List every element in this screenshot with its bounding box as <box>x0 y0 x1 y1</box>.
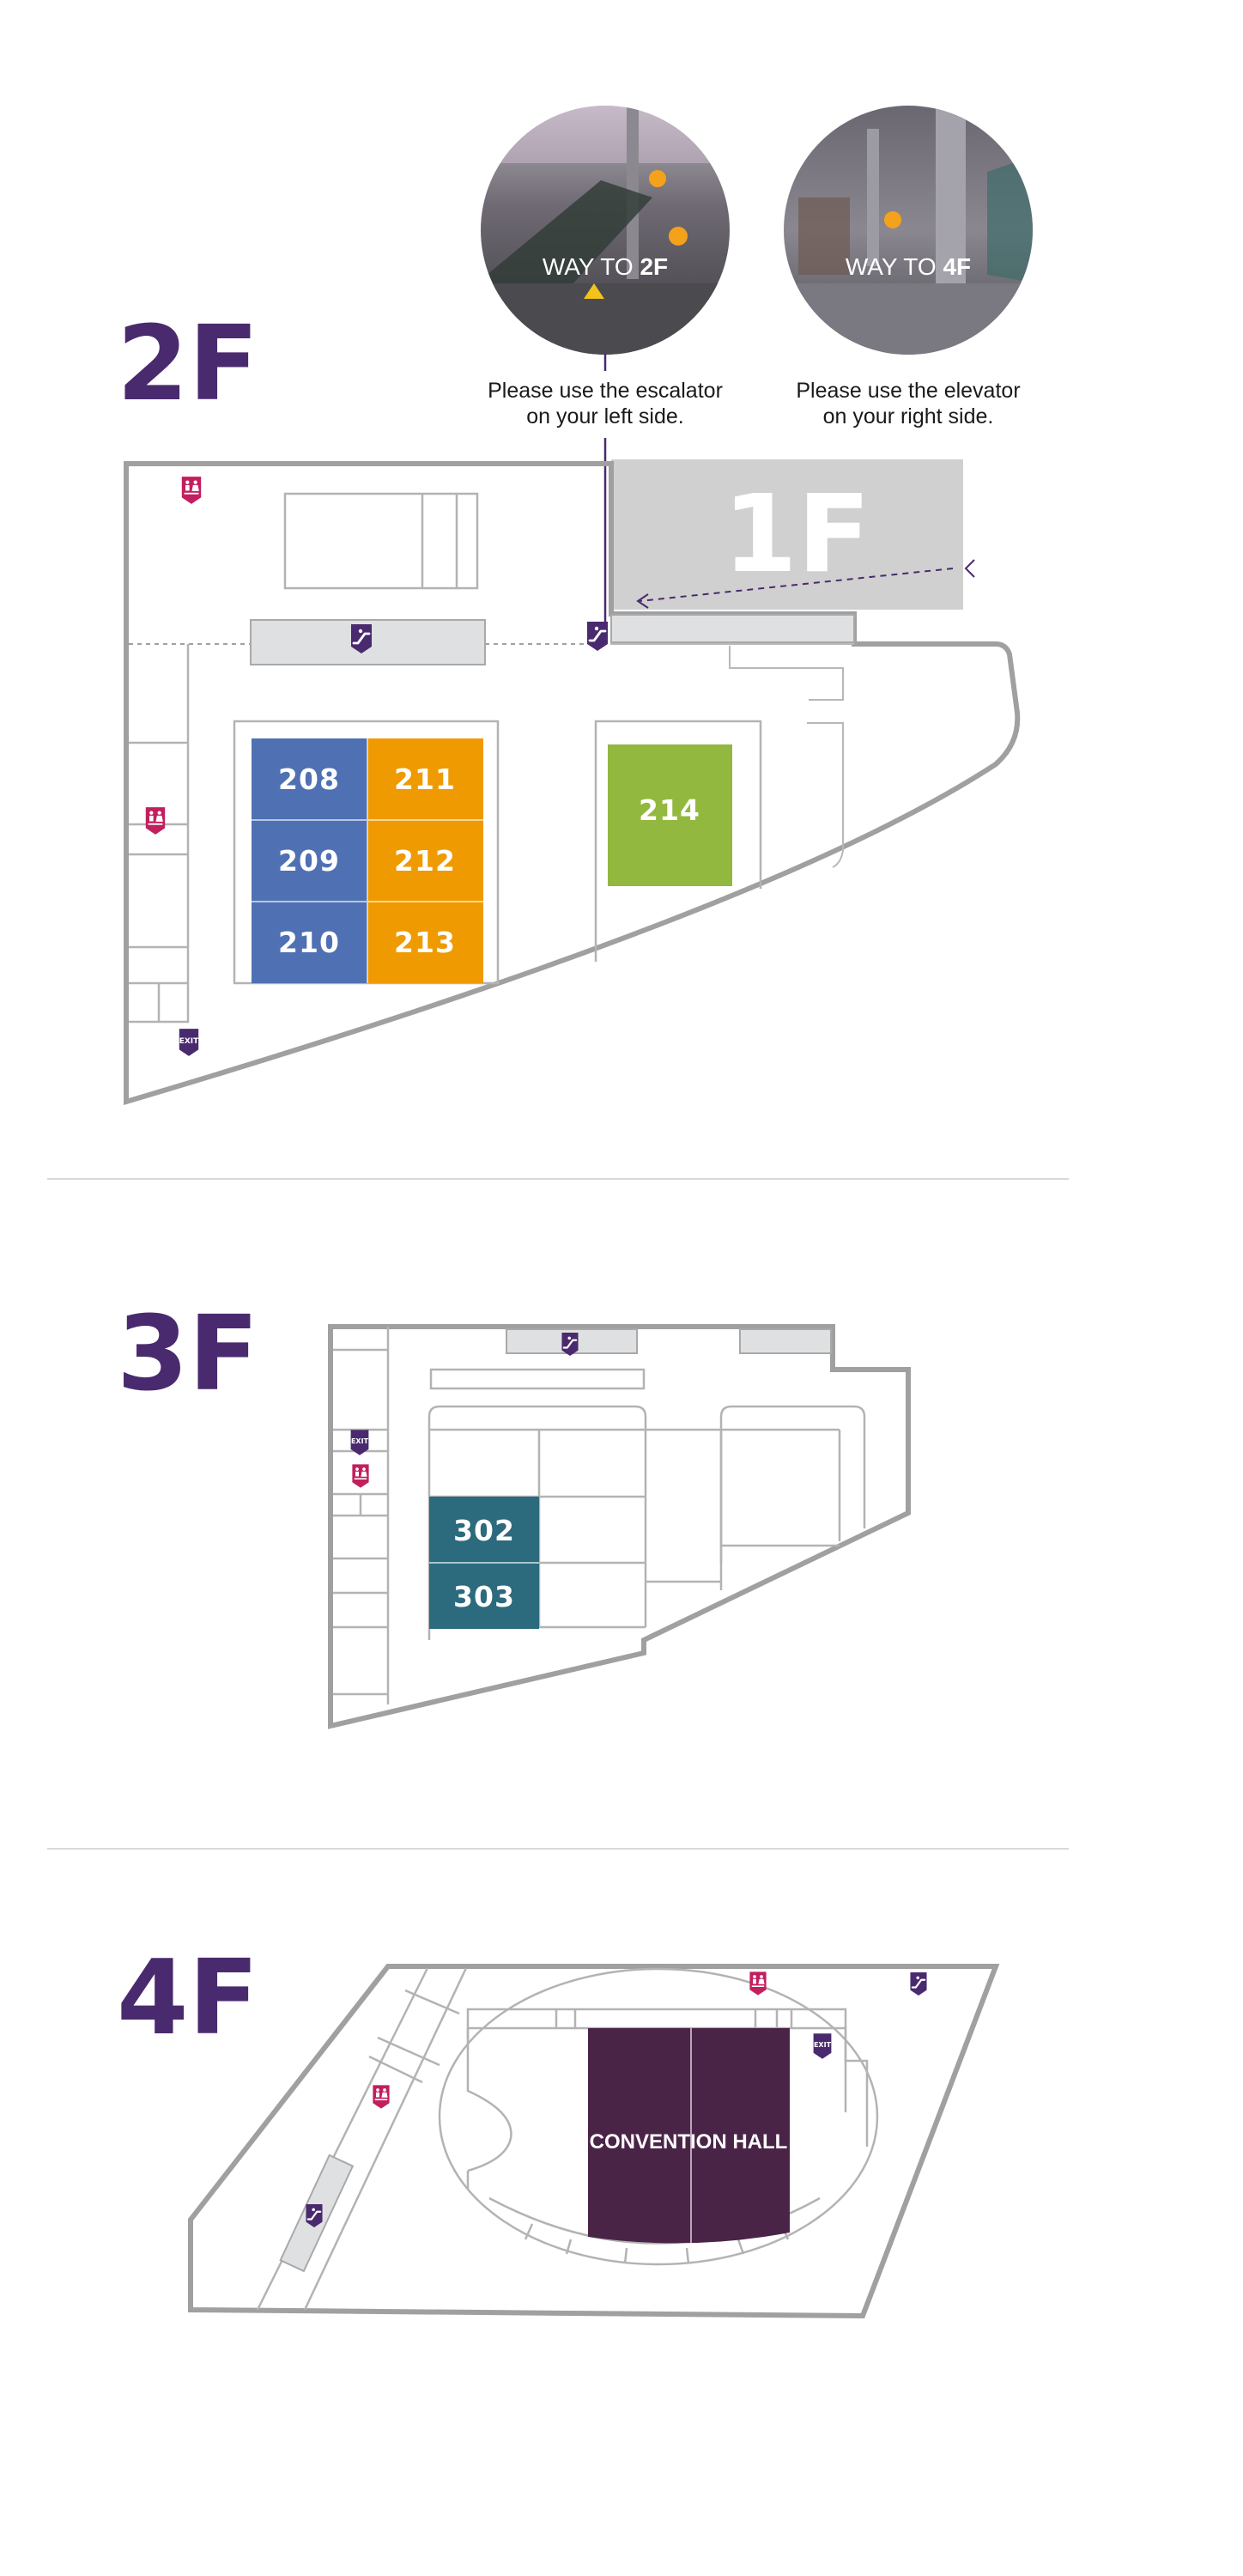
escalator-icon <box>909 1972 928 1996</box>
exit-icon-text: EXIT <box>179 1037 199 1046</box>
photo-right-title-prefix: WAY TO <box>846 253 943 280</box>
route-arrow-head-icon <box>636 593 649 609</box>
room-213-label: 213 <box>394 926 456 959</box>
exit-icon: EXIT <box>813 2033 832 2059</box>
escalator-icon <box>585 622 609 651</box>
room-210[interactable] <box>252 902 367 983</box>
exit-icon-text: EXIT <box>351 1437 369 1445</box>
route-start-chevron-icon <box>964 559 975 578</box>
caption-left-line2: on your left side. <box>526 404 683 428</box>
photo-right-title-floor: 4F <box>943 253 971 280</box>
floor-label-2f: 2F <box>117 305 258 424</box>
floor-label-3f: 3F <box>117 1295 258 1414</box>
convention-hall-label: CONVENTION HALL <box>590 2130 788 2154</box>
room-214-label: 214 <box>639 793 700 827</box>
exit-icon: EXIT <box>350 1430 369 1455</box>
caption-right-line2: on your right side. <box>823 404 994 428</box>
room-303[interactable] <box>429 1563 539 1629</box>
room-212-label: 212 <box>394 844 456 878</box>
caption-left-line1: Please use the escalator <box>488 379 723 403</box>
photo-way-to-4f: WAY TO 4F <box>784 106 1033 355</box>
room-213[interactable] <box>367 902 483 983</box>
room-303-label: 303 <box>453 1580 515 1613</box>
restroom-icon <box>373 2085 390 2109</box>
convention-hall[interactable]: CONVENTION HALL <box>588 2028 790 2244</box>
room-208[interactable] <box>252 738 367 820</box>
room-210-label: 210 <box>278 926 340 959</box>
room-209[interactable] <box>252 820 367 902</box>
svg-text:WAY TO 4F: WAY TO 4F <box>846 253 971 280</box>
restroom-icon <box>181 477 202 504</box>
restroom-icon <box>352 1464 369 1488</box>
room-302-label: 302 <box>453 1514 515 1547</box>
floor-label-4f: 4F <box>117 1939 258 2058</box>
ground-floor-block: 1F <box>611 459 963 610</box>
restroom-icon <box>145 807 166 835</box>
room-211[interactable] <box>367 738 483 820</box>
svg-text:WAY TO 2F: WAY TO 2F <box>543 253 668 280</box>
room-208-label: 208 <box>278 762 340 796</box>
photo-way-to-2f: WAY TO 2F <box>481 106 730 355</box>
room-214[interactable] <box>608 744 732 886</box>
restroom-icon <box>749 1971 767 1996</box>
route-dashed-path <box>639 568 954 602</box>
floor-plan-3f <box>328 1324 911 1729</box>
caption-right-line1: Please use the elevator <box>796 379 1020 403</box>
room-212[interactable] <box>367 820 483 902</box>
room-211-label: 211 <box>394 762 456 796</box>
exit-icon-text: EXIT <box>814 2041 832 2049</box>
photo-left-title-floor: 2F <box>640 253 668 280</box>
ground-floor-label: 1F <box>723 472 870 597</box>
exit-icon: EXIT <box>179 1029 199 1056</box>
room-302[interactable] <box>429 1497 539 1563</box>
photo-left-title-prefix: WAY TO <box>543 253 640 280</box>
room-209-label: 209 <box>278 844 340 878</box>
